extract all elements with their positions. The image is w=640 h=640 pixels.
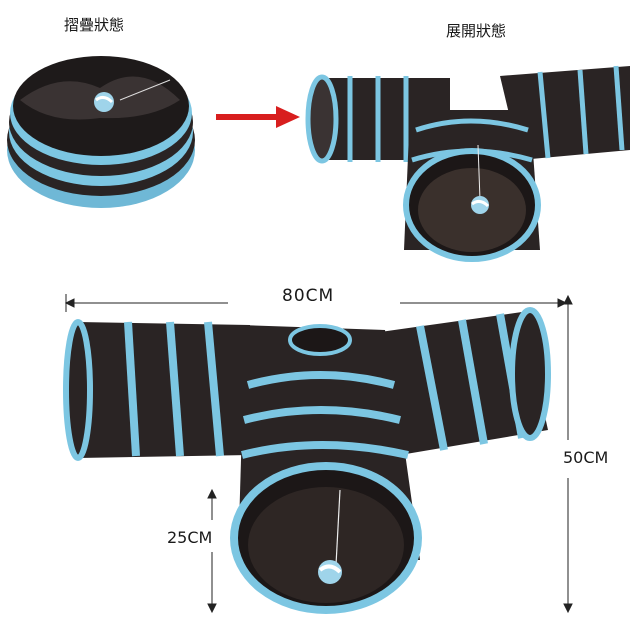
expanded-tunnel-image bbox=[305, 65, 630, 262]
dimension-lines bbox=[64, 294, 573, 614]
folded-tunnel-image bbox=[7, 56, 195, 208]
expanded-state-label: 展開狀態 bbox=[446, 22, 507, 40]
diameter-dimension-label: 25CM bbox=[167, 528, 213, 547]
folded-state-label: 摺疊狀態 bbox=[64, 16, 125, 34]
height-dimension-label: 50CM bbox=[563, 448, 609, 467]
tunnel-dimension-image bbox=[63, 307, 551, 614]
width-dimension-label: 80CM bbox=[282, 286, 335, 306]
arrow-right-icon bbox=[216, 106, 300, 128]
